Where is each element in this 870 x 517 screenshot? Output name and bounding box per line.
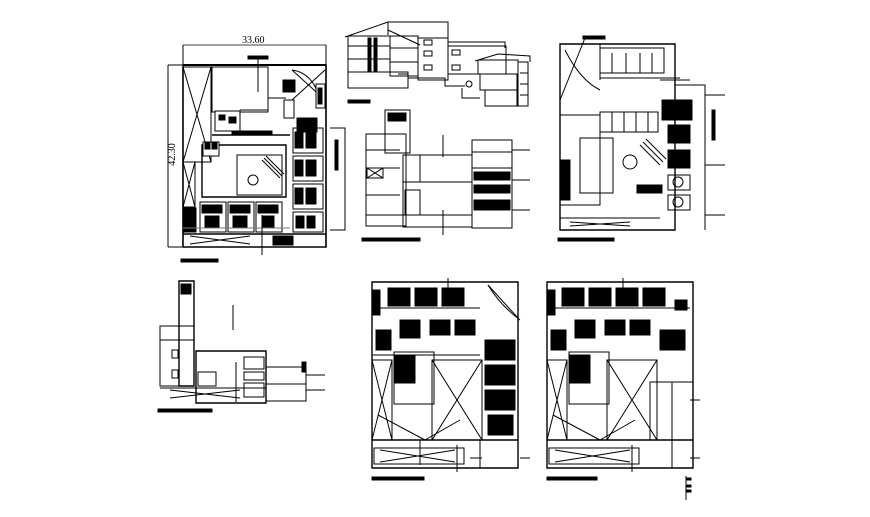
plan-basement xyxy=(330,110,530,241)
section xyxy=(345,22,530,106)
width-dimension-label: 33.60 xyxy=(242,35,265,46)
plan-upper-a xyxy=(372,278,530,480)
plan-first xyxy=(558,36,725,241)
plan-ground xyxy=(168,45,326,262)
plan-upper-b xyxy=(547,278,700,500)
plan-partial xyxy=(158,281,325,412)
height-dimension-label: 42.30 xyxy=(166,143,178,166)
